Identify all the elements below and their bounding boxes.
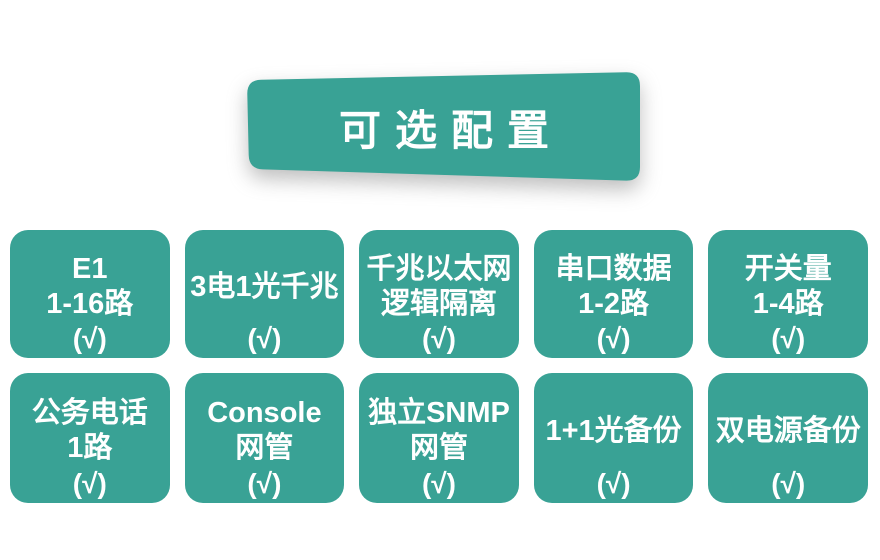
card-title-line: 双电源备份 bbox=[715, 414, 861, 447]
card-title-line: 千兆以太网 bbox=[366, 253, 512, 285]
availability-check: (√) bbox=[596, 323, 631, 354]
availability-check: (√) bbox=[421, 468, 456, 499]
availability-check: (√) bbox=[596, 468, 631, 499]
card-title-line: 3电1光千兆 bbox=[190, 270, 339, 303]
card-title-line: E1 bbox=[72, 253, 108, 285]
card-title-line: 1-4路 bbox=[752, 288, 824, 320]
card-title-line: 独立SNMP bbox=[368, 397, 510, 429]
card-title-line: 网管 bbox=[235, 432, 294, 464]
page-title: 可选配置 bbox=[238, 63, 650, 181]
availability-check: (√) bbox=[72, 323, 107, 354]
availability-check: (√) bbox=[247, 468, 282, 499]
availability-check: (√) bbox=[247, 323, 282, 354]
availability-check: (√) bbox=[421, 323, 456, 354]
card-title-line: 串口数据 bbox=[555, 253, 672, 285]
card-title-line: 1路 bbox=[67, 432, 113, 464]
availability-check: (√) bbox=[72, 468, 107, 499]
feature-card: 千兆以太网逻辑隔离(√) bbox=[359, 230, 519, 358]
title-banner: 可选配置 bbox=[238, 63, 650, 189]
feature-card: 1+1光备份 (√) bbox=[533, 373, 694, 503]
availability-check: (√) bbox=[771, 468, 806, 499]
card-title: 1+1光备份 bbox=[536, 395, 692, 467]
card-title-line: 1+1光备份 bbox=[545, 414, 682, 447]
card-title: 3电1光千兆 bbox=[187, 252, 343, 322]
feature-card: 3电1光千兆 (√) bbox=[184, 230, 345, 358]
feature-card: 双电源备份 (√) bbox=[708, 373, 868, 503]
card-title-line: 公务电话 bbox=[31, 397, 148, 429]
availability-check: (√) bbox=[771, 323, 806, 354]
banner-shape bbox=[247, 72, 640, 181]
card-title-line: 逻辑隔离 bbox=[380, 288, 497, 320]
card-title: 千兆以太网逻辑隔离 bbox=[361, 252, 517, 322]
card-title-line: 网管 bbox=[409, 432, 468, 464]
card-title-line: 1-16路 bbox=[46, 288, 134, 320]
page-title-text: 可选配置 bbox=[338, 106, 563, 154]
card-title: 双电源备份 bbox=[710, 395, 866, 467]
card-title-line: Console bbox=[207, 397, 322, 429]
card-title-line: 1-2路 bbox=[578, 288, 650, 320]
card-title-line: 开关量 bbox=[744, 253, 832, 285]
